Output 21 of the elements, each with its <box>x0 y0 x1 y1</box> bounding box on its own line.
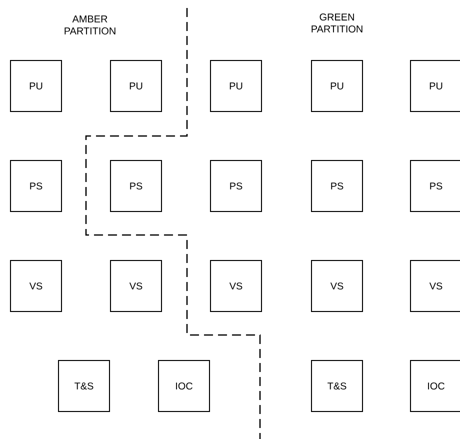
unit-box: PU <box>410 60 460 112</box>
unit-box: T&S <box>58 360 110 412</box>
unit-box: IOC <box>410 360 460 412</box>
unit-box: IOC <box>158 360 210 412</box>
unit-box: VS <box>210 260 262 312</box>
unit-box: T&S <box>311 360 363 412</box>
unit-box: PU <box>110 60 162 112</box>
unit-box: PS <box>410 160 460 212</box>
unit-box: PU <box>10 60 62 112</box>
unit-box: VS <box>311 260 363 312</box>
unit-box: PU <box>210 60 262 112</box>
unit-box: VS <box>10 260 62 312</box>
unit-box: PS <box>10 160 62 212</box>
unit-box: VS <box>410 260 460 312</box>
unit-box: PS <box>110 160 162 212</box>
unit-box: PU <box>311 60 363 112</box>
partition-label: AMBER PARTITION <box>64 16 116 34</box>
unit-box: VS <box>110 260 162 312</box>
unit-box: PS <box>311 160 363 212</box>
partition-label: GREEN PARTITION <box>312 14 362 32</box>
unit-box: PS <box>210 160 262 212</box>
